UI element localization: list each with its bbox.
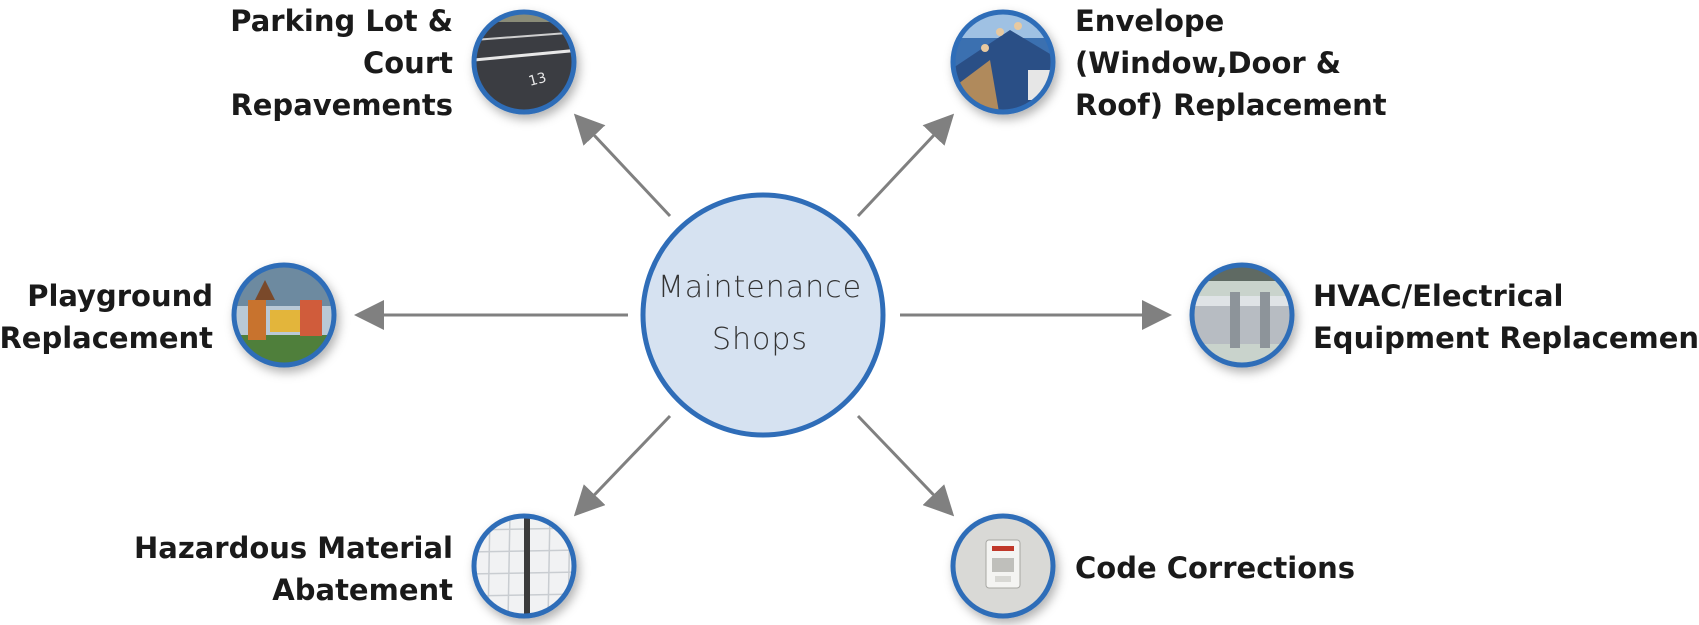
hvac-duct-photo-icon <box>1189 262 1295 368</box>
hazardous-label-line: Abatement <box>272 573 453 607</box>
parking-label-line: Parking Lot & <box>230 4 453 38</box>
code-label: Code Corrections <box>1075 547 1355 589</box>
ceiling-tile-photo-icon <box>471 513 577 619</box>
svg-text:13: 13 <box>527 70 548 90</box>
playground-label-line: Playground <box>27 279 213 313</box>
code-label-line: Code Corrections <box>1075 551 1356 585</box>
playground-photo-icon <box>231 262 337 368</box>
center-label-line-1: Maintenance <box>657 270 863 305</box>
fire-alarm-photo-icon <box>950 513 1056 619</box>
hvac-label-line: HVAC/Electrical <box>1313 279 1564 313</box>
arrows <box>354 113 1172 517</box>
hazardous-label: Hazardous Material Abatement <box>134 527 453 611</box>
envelope-label: Envelope (Window,Door & Roof) Replacemen… <box>1075 0 1387 126</box>
arrow-to-parking <box>573 113 672 218</box>
roof-workers-photo-icon <box>950 9 1056 115</box>
hazardous-label-line: Hazardous Material <box>134 531 453 565</box>
envelope-label-line: Envelope <box>1075 4 1225 38</box>
hvac-label-line: Equipment Replacement <box>1313 321 1699 355</box>
arrow-to-code <box>856 414 955 517</box>
parking-lot-photo-icon: 13 <box>471 9 577 115</box>
parking-label-line: Court <box>362 46 453 80</box>
playground-label-line: Replacement <box>0 321 213 355</box>
center-node <box>640 192 886 438</box>
center-node-label: Maintenance Shops <box>640 262 880 366</box>
parking-label: Parking Lot & Court Repavements <box>230 0 453 126</box>
playground-label: Playground Replacement <box>0 275 213 359</box>
center-label-line-2: Shops <box>711 322 809 357</box>
envelope-label-line: Roof) Replacement <box>1075 88 1387 122</box>
parking-label-line: Repavements <box>230 88 453 122</box>
hvac-label: HVAC/Electrical Equipment Replacement <box>1313 275 1699 359</box>
envelope-label-line: (Window,Door & <box>1075 46 1342 80</box>
arrow-to-hazardous <box>573 414 672 517</box>
arrow-to-envelope <box>856 113 955 218</box>
